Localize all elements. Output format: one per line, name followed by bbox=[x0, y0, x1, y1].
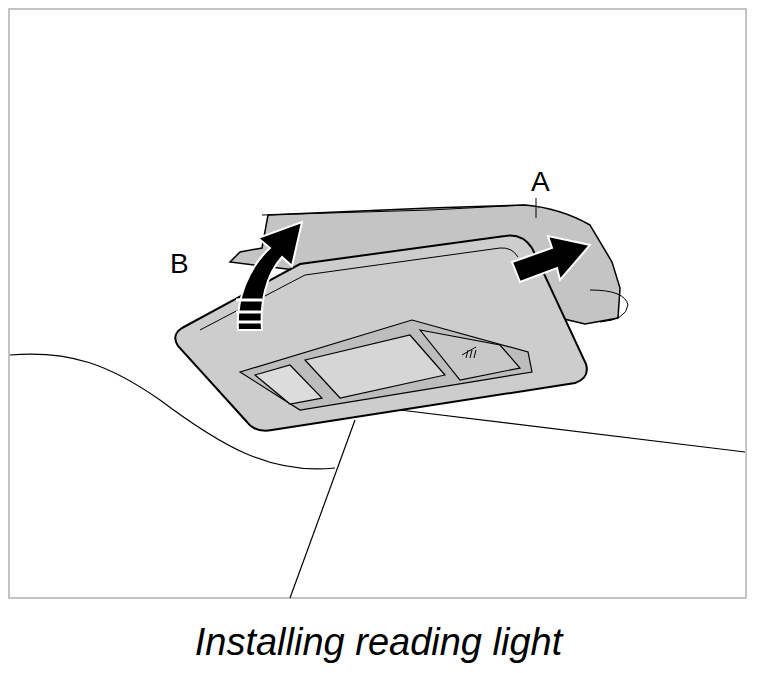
direction-arrow bbox=[236, 222, 302, 330]
headliner-edge bbox=[400, 410, 745, 452]
switch-symbol bbox=[462, 347, 476, 358]
panel-clip bbox=[590, 290, 628, 322]
frame bbox=[9, 9, 746, 598]
switch-button bbox=[255, 365, 322, 404]
part-letter: B bbox=[170, 250, 189, 278]
switch-panel bbox=[240, 320, 532, 410]
headliner-edge bbox=[290, 420, 355, 598]
part-letter: A bbox=[531, 168, 550, 196]
leader-line bbox=[536, 198, 537, 218]
direction-arrow bbox=[512, 236, 590, 282]
lens bbox=[305, 335, 445, 398]
switch-button bbox=[420, 330, 520, 380]
figure-caption: Installing reading light bbox=[0, 622, 757, 664]
panel-edge bbox=[262, 205, 525, 215]
